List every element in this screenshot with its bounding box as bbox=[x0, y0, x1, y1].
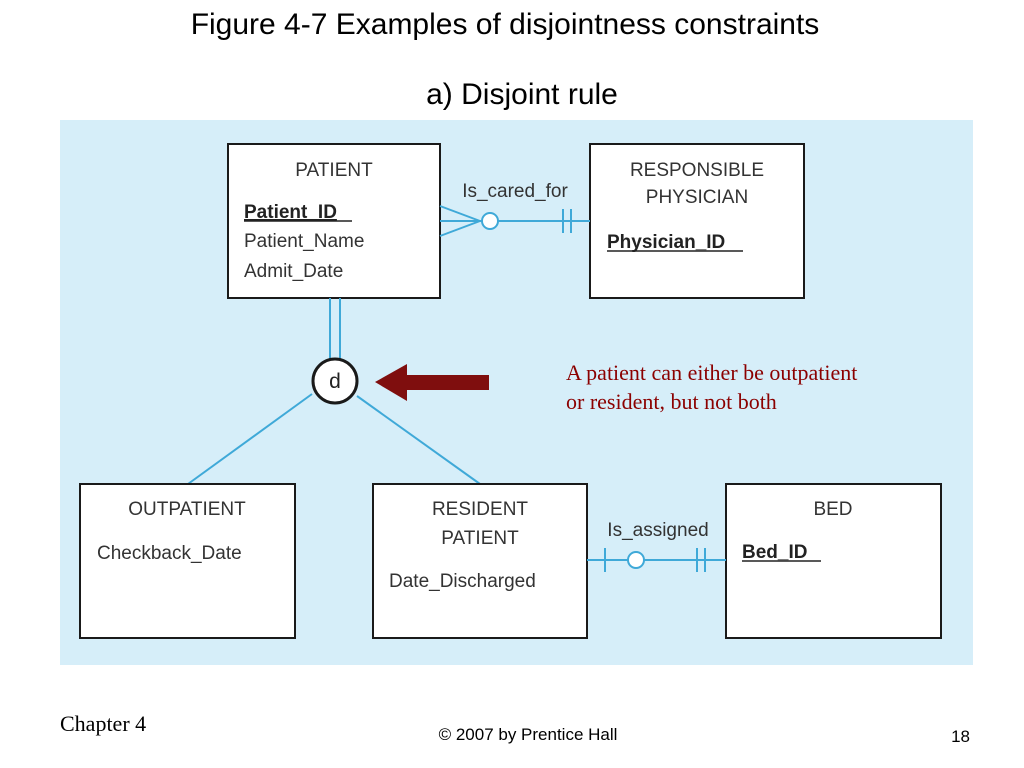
annotation-line-2: or resident, but not both bbox=[566, 389, 777, 414]
relationship-label-is-assigned: Is_assigned bbox=[607, 520, 708, 541]
er-diagram: PATIENT Patient_ID Patient_Name Admit_Da… bbox=[60, 120, 973, 665]
slide-title: Figure 4-7 Examples of disjointness cons… bbox=[190, 8, 820, 41]
entity-patient: PATIENT Patient_ID Patient_Name Admit_Da… bbox=[227, 143, 441, 299]
slide-subtitle: a) Disjoint rule bbox=[426, 78, 618, 111]
footer-chapter: Chapter 4 bbox=[60, 711, 147, 736]
attribute-checkback-date: Checkback_Date bbox=[97, 543, 242, 564]
footer-copyright: © 2007 by Prentice Hall bbox=[438, 725, 618, 744]
entity-bed: BED Bed_ID bbox=[725, 483, 942, 639]
attribute-patient-name: Patient_Name bbox=[244, 231, 364, 252]
crows-foot-lower bbox=[439, 220, 481, 237]
attribute-patient-id: Patient_ID bbox=[244, 202, 337, 223]
entity-physician-name-line2: PHYSICIAN bbox=[646, 187, 748, 208]
relationship-label-is-cared-for: Is_cared_for bbox=[462, 181, 568, 202]
disjoint-circle bbox=[311, 357, 359, 405]
entity-outpatient: OUTPATIENT Checkback_Date bbox=[79, 483, 296, 639]
attribute-admit-date: Admit_Date bbox=[244, 261, 343, 282]
supertype-connector bbox=[187, 298, 481, 485]
entity-bed-name: BED bbox=[813, 499, 852, 520]
entity-resident-name-line2: PATIENT bbox=[441, 528, 519, 549]
disjoint-symbol: d bbox=[329, 370, 341, 393]
entity-patient-name: PATIENT bbox=[295, 160, 373, 181]
crows-foot-upper bbox=[439, 205, 481, 222]
annotation-note: A patient can either be outpatient or re… bbox=[566, 358, 966, 416]
relationship-is-assigned: Is_assigned bbox=[587, 520, 726, 572]
arrow-icon bbox=[375, 364, 489, 401]
optional-circle bbox=[481, 212, 499, 230]
attribute-date-discharged: Date_Discharged bbox=[389, 571, 536, 592]
entity-resident-patient: RESIDENT PATIENT Date_Discharged bbox=[372, 483, 588, 639]
attribute-bed-id: Bed_ID bbox=[742, 542, 807, 563]
subtype-line-resident bbox=[356, 395, 481, 485]
entity-outpatient-box bbox=[79, 483, 296, 639]
subtype-line-outpatient bbox=[187, 393, 313, 485]
footer-page-number: 18 bbox=[951, 727, 970, 746]
attribute-physician-id: Physician_ID bbox=[607, 232, 725, 253]
entity-resident-name-line1: RESIDENT bbox=[432, 499, 528, 520]
annotation-line-1: A patient can either be outpatient bbox=[566, 360, 858, 385]
entity-physician: RESPONSIBLE PHYSICIAN Physician_ID bbox=[589, 143, 805, 299]
entity-outpatient-name: OUTPATIENT bbox=[128, 499, 246, 520]
relationship-is-cared-for: Is_cared_for bbox=[439, 181, 590, 237]
entity-physician-name-line1: RESPONSIBLE bbox=[630, 160, 764, 181]
disjoint-constraint: d bbox=[311, 357, 359, 405]
assigned-optional-circle bbox=[627, 551, 645, 569]
